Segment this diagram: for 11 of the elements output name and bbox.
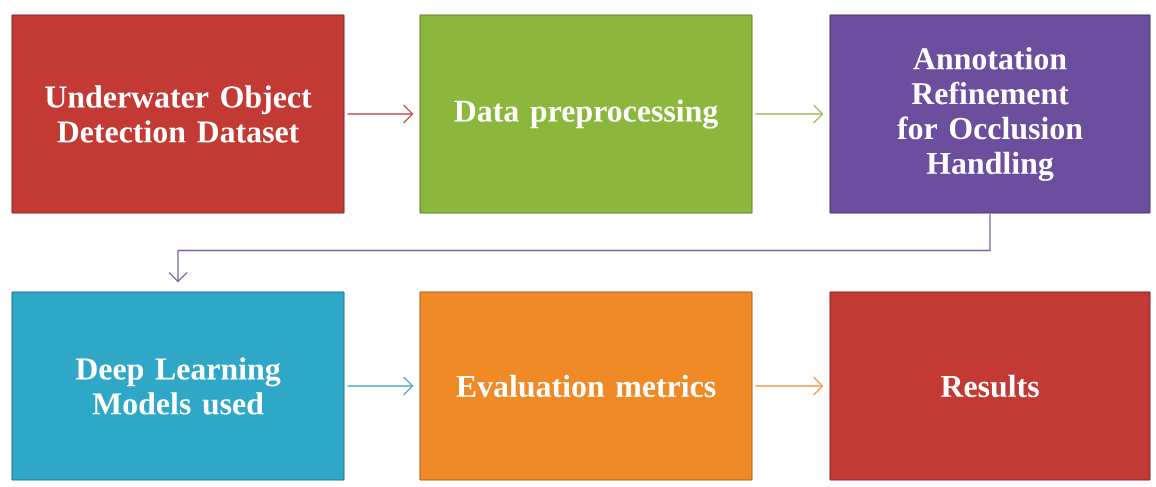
process-box: Annotation Refinement for Occlusion Handling	[829, 14, 1151, 214]
arrow	[346, 376, 414, 396]
arrow	[168, 212, 991, 283]
process-box: Evaluation metrics	[419, 291, 753, 481]
process-box: Underwater Object Detection Dataset	[11, 14, 345, 214]
process-box: Deep Learning Models used	[11, 291, 345, 481]
process-box: Data preprocessing	[419, 14, 753, 214]
arrow	[754, 104, 824, 124]
arrow	[346, 104, 414, 124]
arrow	[754, 376, 824, 396]
process-box: Results	[829, 291, 1151, 481]
